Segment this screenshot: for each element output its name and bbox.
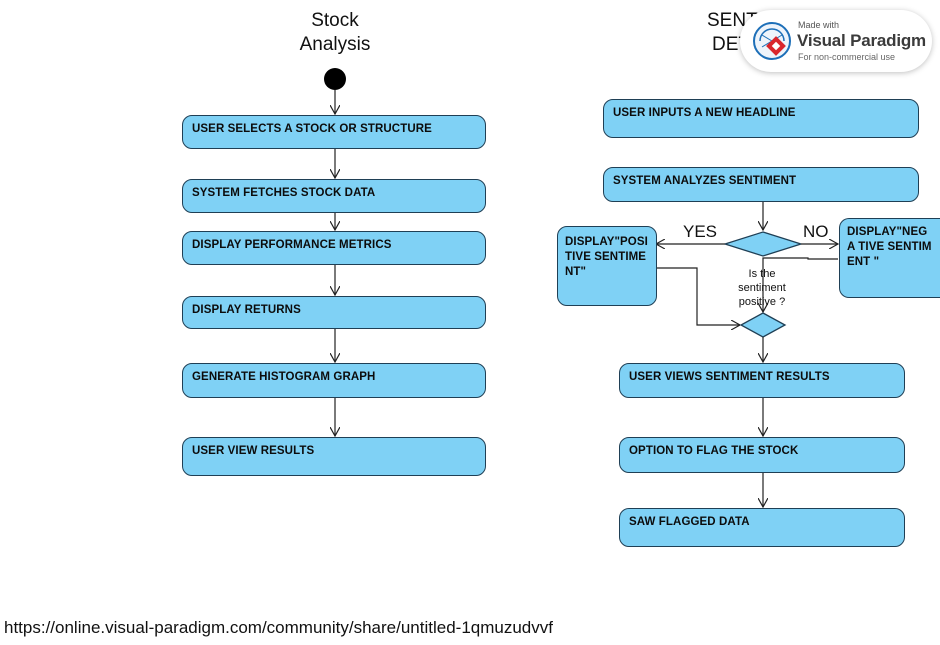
- decision-question: Is the sentiment positive ?: [738, 268, 786, 308]
- watermark-brand: Visual Paradigm: [797, 31, 926, 50]
- step-display-performance-metrics[interactable]: DISPLAY PERFORMANCE METRICS: [182, 231, 486, 265]
- watermark-subtitle: For non-commercial use: [798, 52, 896, 62]
- step-saw-flagged-data[interactable]: SAW FLAGGED DATA: [619, 508, 905, 547]
- step-label: SYSTEM FETCHES STOCK DATA: [192, 187, 376, 199]
- step-label: SAW FLAGGED DATA: [629, 516, 750, 528]
- decision-diamond: [722, 231, 804, 257]
- display-negative-sentiment[interactable]: DISPLAY"NEGA TIVE SENTIMENT ": [839, 218, 940, 298]
- left-diagram-title: Stock Analysis: [270, 9, 400, 57]
- step-system-fetches-data[interactable]: SYSTEM FETCHES STOCK DATA: [182, 179, 486, 213]
- visual-paradigm-logo-icon: [753, 22, 791, 60]
- visual-paradigm-watermark: Made with Visual Paradigm For non-commer…: [740, 10, 932, 72]
- left-title-line2: Analysis: [299, 34, 371, 55]
- step-label: USER VIEW RESULTS: [192, 445, 315, 457]
- step-label: USER SELECTS A STOCK OR STRUCTURE: [192, 123, 432, 135]
- edge-negative-to-merge: [763, 257, 838, 312]
- step-user-inputs-headline[interactable]: USER INPUTS A NEW HEADLINE: [603, 99, 919, 138]
- step-label: SYSTEM ANALYZES SENTIMENT: [613, 175, 797, 187]
- step-label: USER INPUTS A NEW HEADLINE: [613, 107, 796, 119]
- left-title-line1: Stock: [311, 10, 359, 31]
- step-label: DISPLAY RETURNS: [192, 304, 301, 316]
- merge-diamond: [739, 312, 787, 338]
- no-label: NO: [803, 222, 829, 241]
- step-system-analyzes-sentiment[interactable]: SYSTEM ANALYZES SENTIMENT: [603, 167, 919, 202]
- yes-label: YES: [683, 222, 718, 241]
- step-option-flag-stock[interactable]: OPTION TO FLAG THE STOCK: [619, 437, 905, 473]
- step-label: DISPLAY PERFORMANCE METRICS: [192, 239, 392, 251]
- initial-node: [324, 68, 346, 90]
- edge-positive-to-merge: [656, 267, 740, 325]
- display-positive-sentiment[interactable]: DISPLAY"POSI TIVE SENTIMENT": [557, 226, 657, 306]
- negative-label: DISPLAY"NEGA TIVE SENTIMENT ": [847, 226, 932, 268]
- step-user-view-results[interactable]: USER VIEW RESULTS: [182, 437, 486, 476]
- step-label: OPTION TO FLAG THE STOCK: [629, 445, 799, 457]
- step-label: GENERATE HISTOGRAM GRAPH: [192, 371, 376, 383]
- footer-url: https://online.visual-paradigm.com/commu…: [4, 618, 553, 637]
- step-user-views-sentiment-results[interactable]: USER VIEWS SENTIMENT RESULTS: [619, 363, 905, 398]
- step-label: USER VIEWS SENTIMENT RESULTS: [629, 371, 830, 383]
- step-display-returns[interactable]: DISPLAY RETURNS: [182, 296, 486, 329]
- step-user-selects-stock[interactable]: USER SELECTS A STOCK OR STRUCTURE: [182, 115, 486, 149]
- positive-label: DISPLAY"POSI TIVE SENTIMENT": [565, 236, 648, 278]
- watermark-made-with: Made with: [798, 20, 840, 30]
- step-generate-histogram[interactable]: GENERATE HISTOGRAM GRAPH: [182, 363, 486, 398]
